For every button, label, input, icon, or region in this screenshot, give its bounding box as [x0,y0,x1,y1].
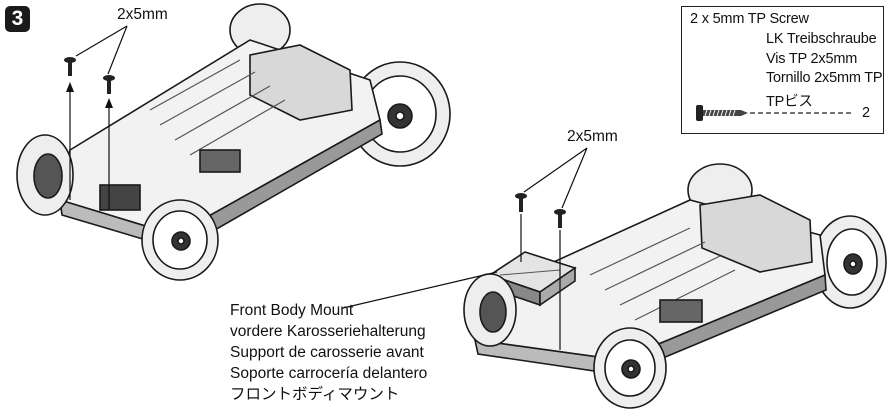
parts-box: 2 x 5mm TP Screw LK Treibschraube Vis TP… [681,6,884,134]
wheel-front-right-chassis [593,327,667,409]
label-en: Front Body Mount [230,302,354,319]
step-number-badge: 3 [5,6,30,32]
screws-right [515,147,588,350]
chassis-illustration-right [463,163,887,409]
front-body-mount-label: Front Body Mount vordere Karosseriehalte… [230,300,427,405]
label-es: Soporte carrocería delantero [230,365,428,382]
chassis-illustration-left [16,3,451,281]
label-fr: Support de carosserie avant [230,344,424,361]
wheel-front-left-chassis [141,199,219,281]
front-body-mount-leader-line [342,271,498,309]
wheel-rear-right-chassis [813,215,887,309]
screw-size-callout-right: 2x5mm [567,128,618,145]
label-ja: フロントボディマウント [230,386,400,403]
screw-size-callout-left: 2x5mm [117,6,168,23]
label-de: vordere Karosseriehalterung [230,323,426,340]
parts-name-en: 2 x 5mm TP Screw [690,11,809,27]
parts-name-ja: TPビス [766,94,813,110]
parts-quantity: 2 [862,105,870,121]
parts-name-es: Tornillo 2x5mm TP [766,70,883,86]
tp-screw-icon [696,105,854,121]
parts-name-de: LK Treibschraube [766,31,877,47]
parts-name-fr: Vis TP 2x5mm [766,51,858,67]
screws-left [64,25,128,210]
